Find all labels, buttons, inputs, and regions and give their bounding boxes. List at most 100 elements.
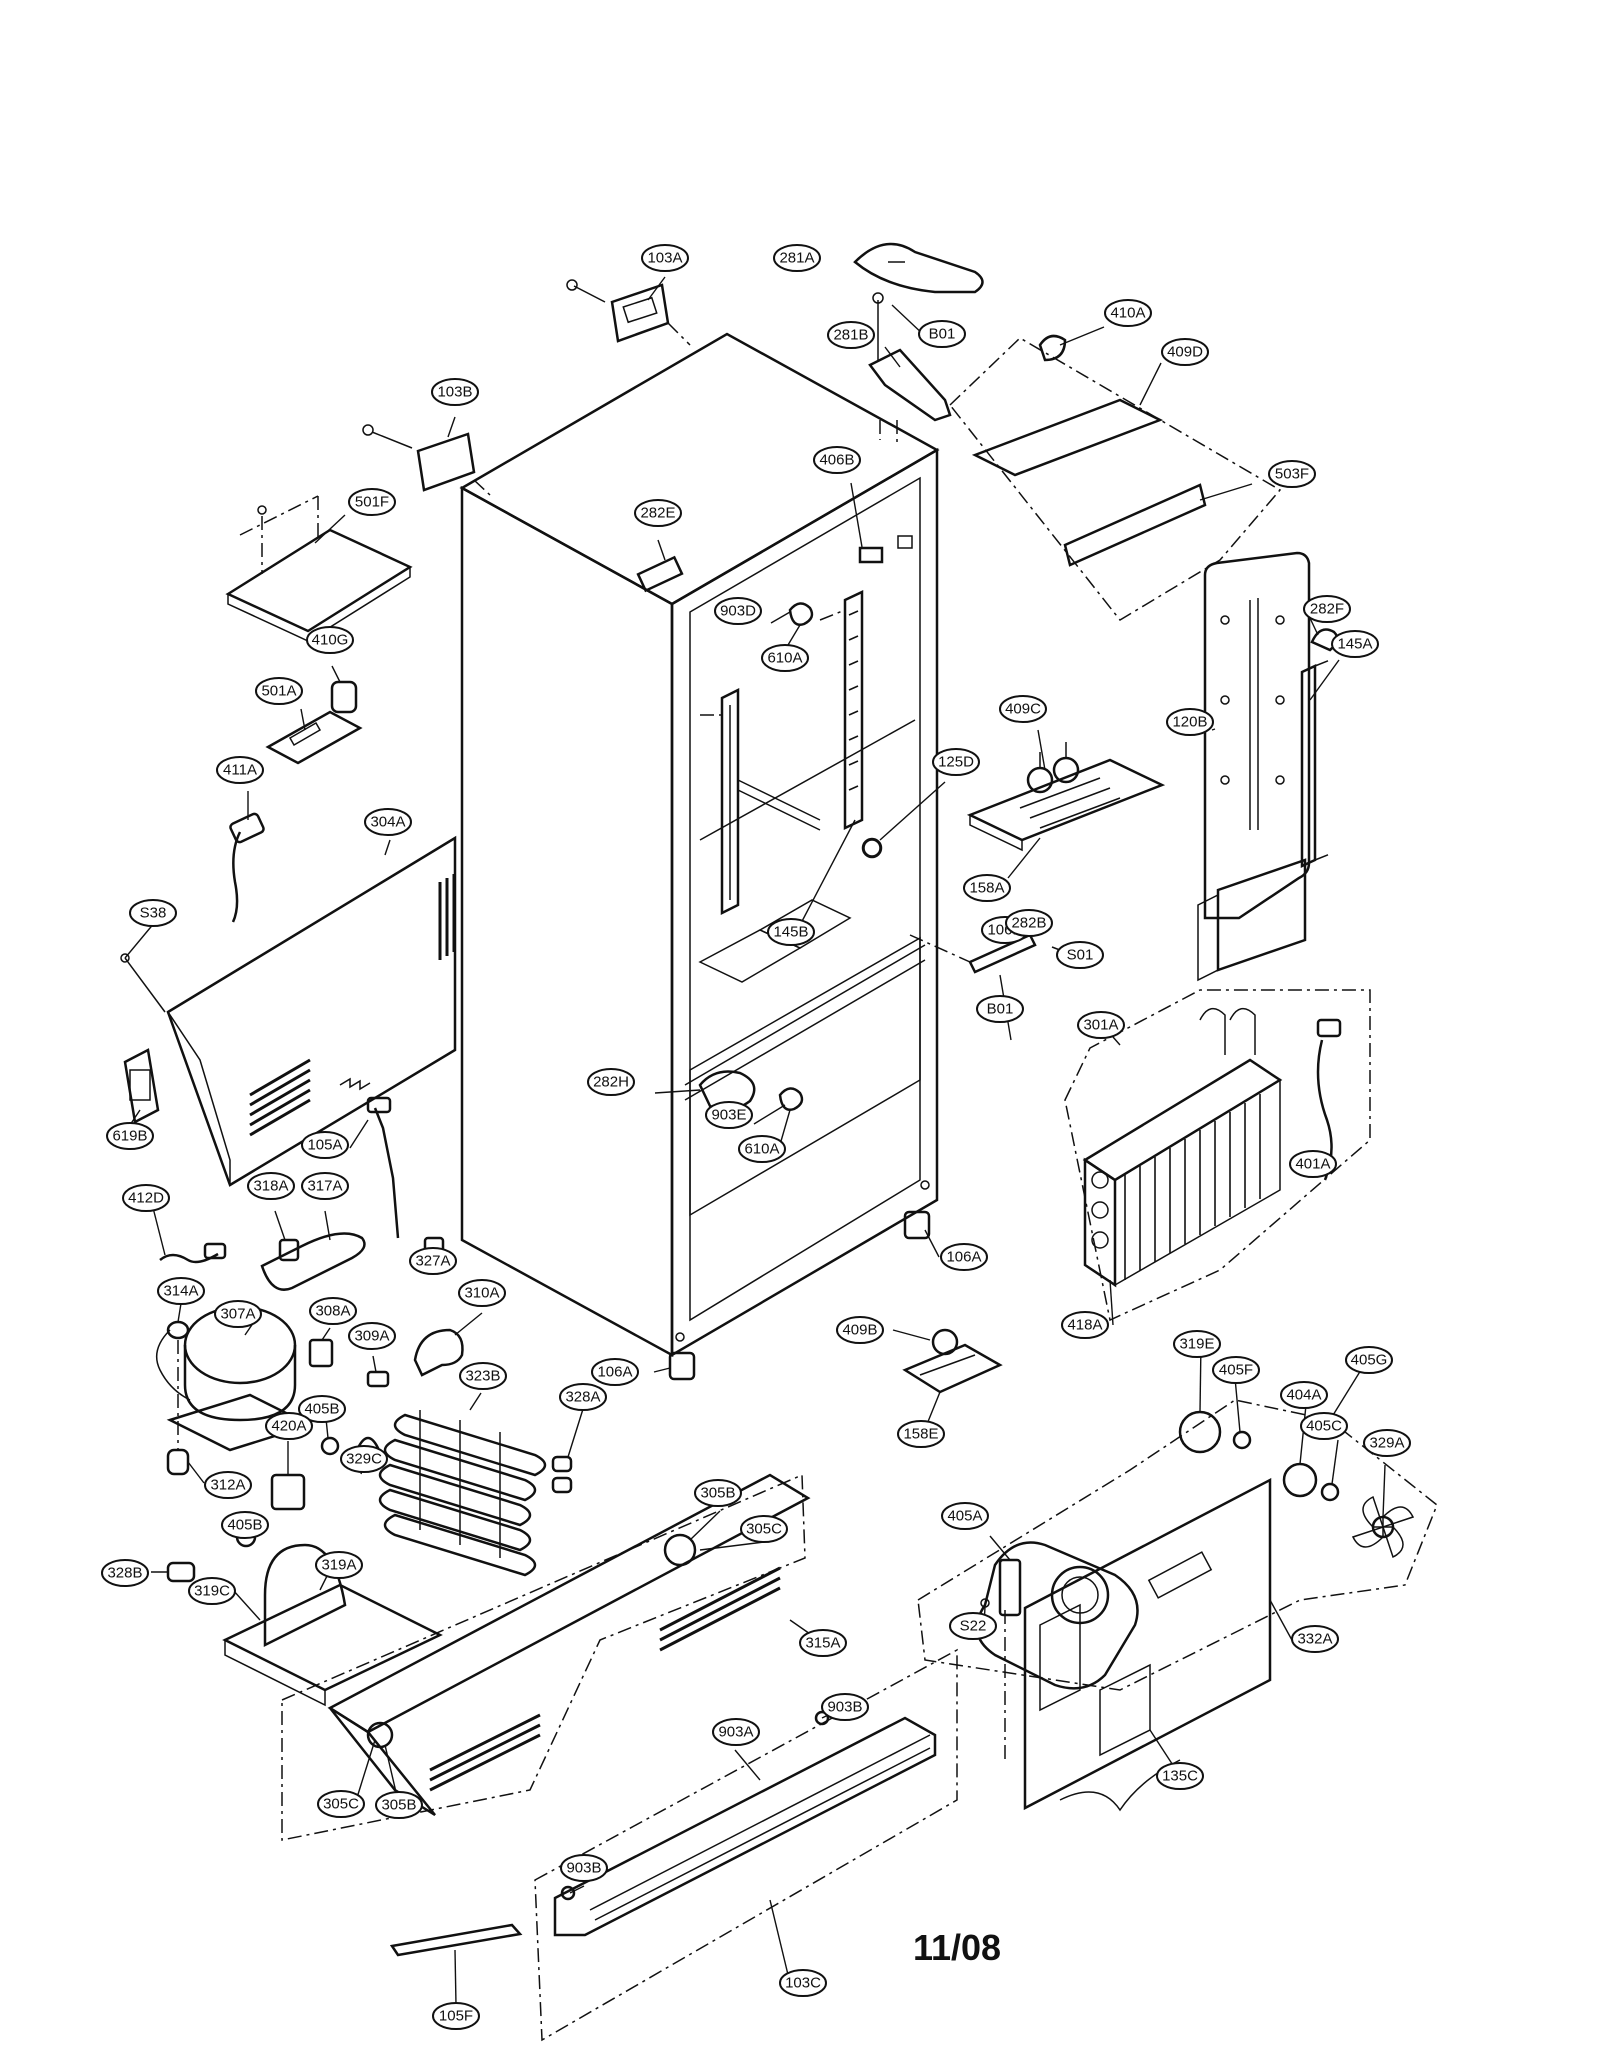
callout-405a: 405A — [941, 1502, 989, 1530]
tube-105a — [373, 1107, 400, 1239]
callout-282b: 282B — [1005, 909, 1053, 937]
callout-329a: 329A — [1363, 1429, 1411, 1457]
callout-bubble — [129, 899, 177, 927]
callout-label: 903E — [711, 1107, 746, 1124]
callout-282e: 282E — [634, 499, 682, 527]
shroud-405a — [975, 1541, 1139, 1690]
motor-404a — [1282, 1462, 1318, 1498]
callout-bubble — [306, 626, 354, 654]
callout-328a: 328A — [559, 1383, 607, 1411]
callout-bubble — [1363, 1429, 1411, 1457]
callout-281a: 281A — [773, 244, 821, 272]
screw-903b-left — [560, 1885, 576, 1901]
bracket-619b — [123, 1048, 160, 1124]
callout-319e: 319E — [1173, 1330, 1221, 1358]
callout-282h: 282H — [587, 1068, 635, 1096]
callout-label: 305C — [323, 1796, 359, 1813]
callout-label: 106A — [597, 1364, 632, 1381]
callout-bubble — [1280, 1381, 1328, 1409]
callout-bubble — [432, 2002, 480, 2030]
callout-bubble — [1212, 1356, 1260, 1384]
outline-315a — [281, 1473, 806, 1841]
callout-label: 418A — [1067, 1317, 1102, 1334]
callout-409c: 409C — [999, 695, 1047, 723]
motor-420a — [270, 1473, 306, 1511]
callout-bubble — [298, 1395, 346, 1423]
cushion-328a — [551, 1455, 573, 1473]
callout-bubble — [821, 1693, 869, 1721]
callout-bubble — [1077, 1011, 1125, 1039]
callout-329c: 329C — [340, 1445, 388, 1473]
callout-label: 105F — [439, 2008, 473, 2025]
callout-label: 332A — [1297, 1631, 1332, 1648]
callout-bubble — [836, 1316, 884, 1344]
callout-405b-lower: 405B — [221, 1511, 269, 1539]
callout-bubble — [1156, 1762, 1204, 1790]
callout-305b-lower: 305B — [375, 1791, 423, 1819]
callout-bubble — [940, 1243, 988, 1271]
callout-bubble — [799, 1629, 847, 1657]
callout-label: 903B — [566, 1860, 601, 1877]
callout-b01-top: B01 — [918, 320, 966, 348]
callout-b01-mid: B01 — [976, 995, 1024, 1023]
callout-332a: 332A — [1291, 1625, 1339, 1653]
callout-903a: 903A — [712, 1718, 760, 1746]
callout-bubble — [106, 1122, 154, 1150]
callout-bubble — [348, 1322, 396, 1350]
callout-label: 409B — [842, 1322, 877, 1339]
callout-312a: 312A — [204, 1471, 252, 1499]
callout-bubble — [301, 1131, 349, 1159]
callout-317a: 317A — [301, 1172, 349, 1200]
callout-bubble — [634, 499, 682, 527]
callout-label: 135C — [1162, 1768, 1198, 1785]
callout-label: 103A — [647, 250, 682, 267]
callout-bubble — [779, 1969, 827, 1997]
callout-bubble — [641, 244, 689, 272]
callout-310a: 310A — [458, 1279, 506, 1307]
foot-106a-left — [668, 1351, 696, 1381]
callout-label: 103B — [437, 384, 472, 401]
callout-bubble — [999, 695, 1047, 723]
callout-bubble — [317, 1790, 365, 1818]
left-rail — [700, 687, 821, 916]
callout-bubble — [712, 1718, 760, 1746]
callout-bubble — [265, 1412, 313, 1440]
callout-label: 309A — [354, 1328, 389, 1345]
callout-bubble — [827, 321, 875, 349]
callout-318a: 318A — [247, 1172, 295, 1200]
callout-label: 305B — [700, 1485, 735, 1502]
callout-label: 281A — [779, 250, 814, 267]
callout-label: 318A — [253, 1178, 288, 1195]
callout-label: 410A — [1110, 305, 1145, 322]
callout-label: 305C — [746, 1521, 782, 1538]
callout-label: 903D — [720, 603, 756, 620]
callout-bubble — [560, 1854, 608, 1882]
callout-bubble — [157, 1277, 205, 1305]
base-plate-315a — [327, 1473, 811, 1817]
callout-409b: 409B — [836, 1316, 884, 1344]
callout-label: 282H — [593, 1074, 629, 1091]
callout-319a: 319A — [315, 1551, 363, 1579]
callout-s22: S22 — [949, 1612, 997, 1640]
callout-label: 328A — [565, 1389, 600, 1406]
callout-label: 145B — [773, 924, 808, 941]
callout-405g: 405G — [1345, 1346, 1393, 1374]
callout-411a: 411A — [216, 756, 264, 784]
hinge-cover-103b — [416, 432, 476, 492]
control-503f — [1063, 483, 1207, 567]
callout-label: 125D — [938, 754, 974, 771]
callout-label: 328B — [107, 1565, 142, 1582]
callout-305c-lower: 305C — [317, 1790, 365, 1818]
callout-label: 903B — [827, 1699, 862, 1716]
callout-label: 319C — [194, 1583, 230, 1600]
bushing-405b-upper — [320, 1436, 340, 1456]
drain-tray — [222, 1543, 443, 1707]
callout-145a: 145A — [1331, 630, 1379, 658]
callout-bubble — [204, 1471, 252, 1499]
callout-319c: 319C — [188, 1577, 236, 1605]
bushing-405c — [1320, 1482, 1340, 1502]
cap-125d — [861, 837, 883, 859]
callout-bubble — [963, 874, 1011, 902]
callout-bubble — [188, 1577, 236, 1605]
